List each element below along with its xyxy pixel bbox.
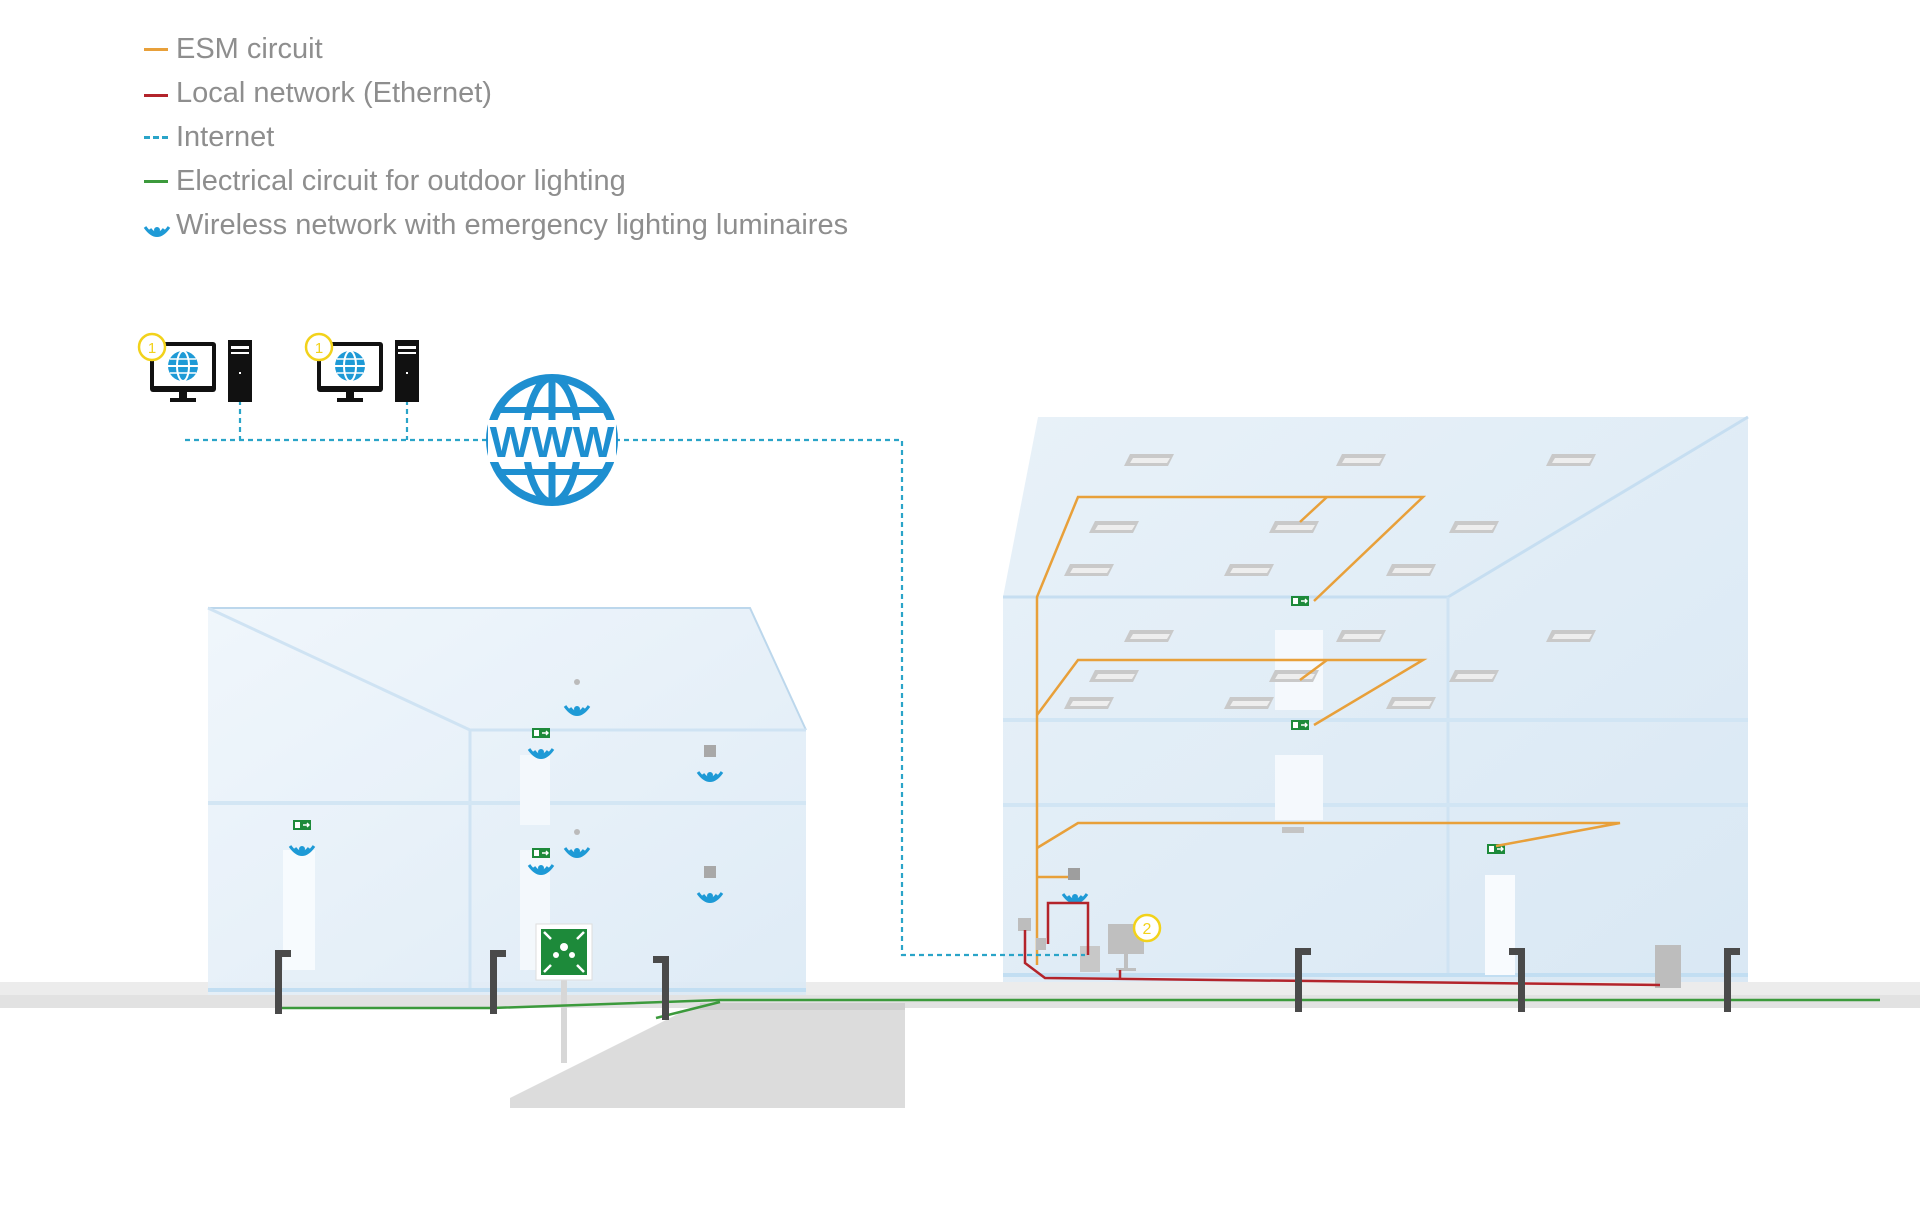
ceiling-luminaire — [1449, 521, 1499, 533]
ceiling-luminaire — [1336, 454, 1386, 466]
legend-label: ESM circuit — [176, 33, 323, 65]
ceiling-luminaire — [1064, 697, 1114, 709]
ceiling-luminaire — [1269, 521, 1319, 533]
ceiling-luminaire — [1089, 521, 1139, 533]
exit-sign-icon — [292, 819, 312, 831]
marker-circle — [137, 332, 167, 362]
ethernet — [1023, 901, 1661, 987]
door — [520, 755, 550, 825]
exit-sign-icon — [1290, 595, 1310, 607]
ceiling-luminaire — [1089, 670, 1139, 682]
ceiling-luminaire — [1224, 564, 1274, 576]
legend-label: Electrical circuit for outdoor lighting — [176, 165, 626, 197]
exit-sign-icon — [531, 847, 551, 859]
marker-circle — [304, 332, 334, 362]
ceiling-luminaire — [1124, 630, 1174, 642]
right-building: 2 — [1003, 415, 1749, 988]
ceiling-luminaire — [1449, 670, 1499, 682]
ceiling-luminaire — [1224, 697, 1274, 709]
legend-label: Wireless network with emergency lighting… — [176, 209, 849, 241]
emergency-luminaire — [704, 866, 716, 878]
ceiling-luminaire — [1546, 454, 1596, 466]
legend-swatch-orange-line — [144, 48, 168, 51]
door — [1275, 755, 1323, 820]
emergency-luminaire — [704, 745, 716, 757]
left-building — [207, 606, 807, 995]
marker-1: 1 — [315, 340, 323, 357]
ceiling-luminaire — [1386, 697, 1436, 709]
wireless-icon — [143, 226, 171, 237]
central-battery-unit — [1655, 945, 1681, 988]
walkway — [510, 1003, 905, 1108]
esm-circuit — [1035, 495, 1621, 965]
legend-swatch-green-line — [144, 180, 168, 183]
internet-globe-icon: WWW — [486, 374, 618, 506]
ceiling-luminaire — [1546, 630, 1596, 642]
ceiling-luminaire — [1124, 454, 1174, 466]
assembly-point-sign — [535, 923, 593, 1063]
marker-circle — [1132, 913, 1162, 943]
legend-swatch-red-line — [144, 94, 168, 98]
ceiling-luminaire — [1386, 564, 1436, 576]
legend-swatch-dashed-line — [144, 136, 168, 139]
legend-label: Local network (Ethernet) — [176, 77, 492, 109]
internet-connection — [185, 400, 1085, 957]
ceiling-luminaire — [1336, 630, 1386, 642]
exit-sign-icon — [531, 727, 551, 739]
exit-sign-icon — [1290, 719, 1310, 731]
marker-1: 1 — [148, 340, 156, 357]
emergency-luminaire — [1068, 868, 1080, 880]
door — [1485, 875, 1515, 975]
legend-label: Internet — [176, 121, 275, 153]
www-label: WWW — [490, 418, 615, 467]
ceiling-luminaire — [1064, 564, 1114, 576]
marker-2: 2 — [1143, 921, 1152, 938]
cabinet — [1080, 946, 1100, 972]
